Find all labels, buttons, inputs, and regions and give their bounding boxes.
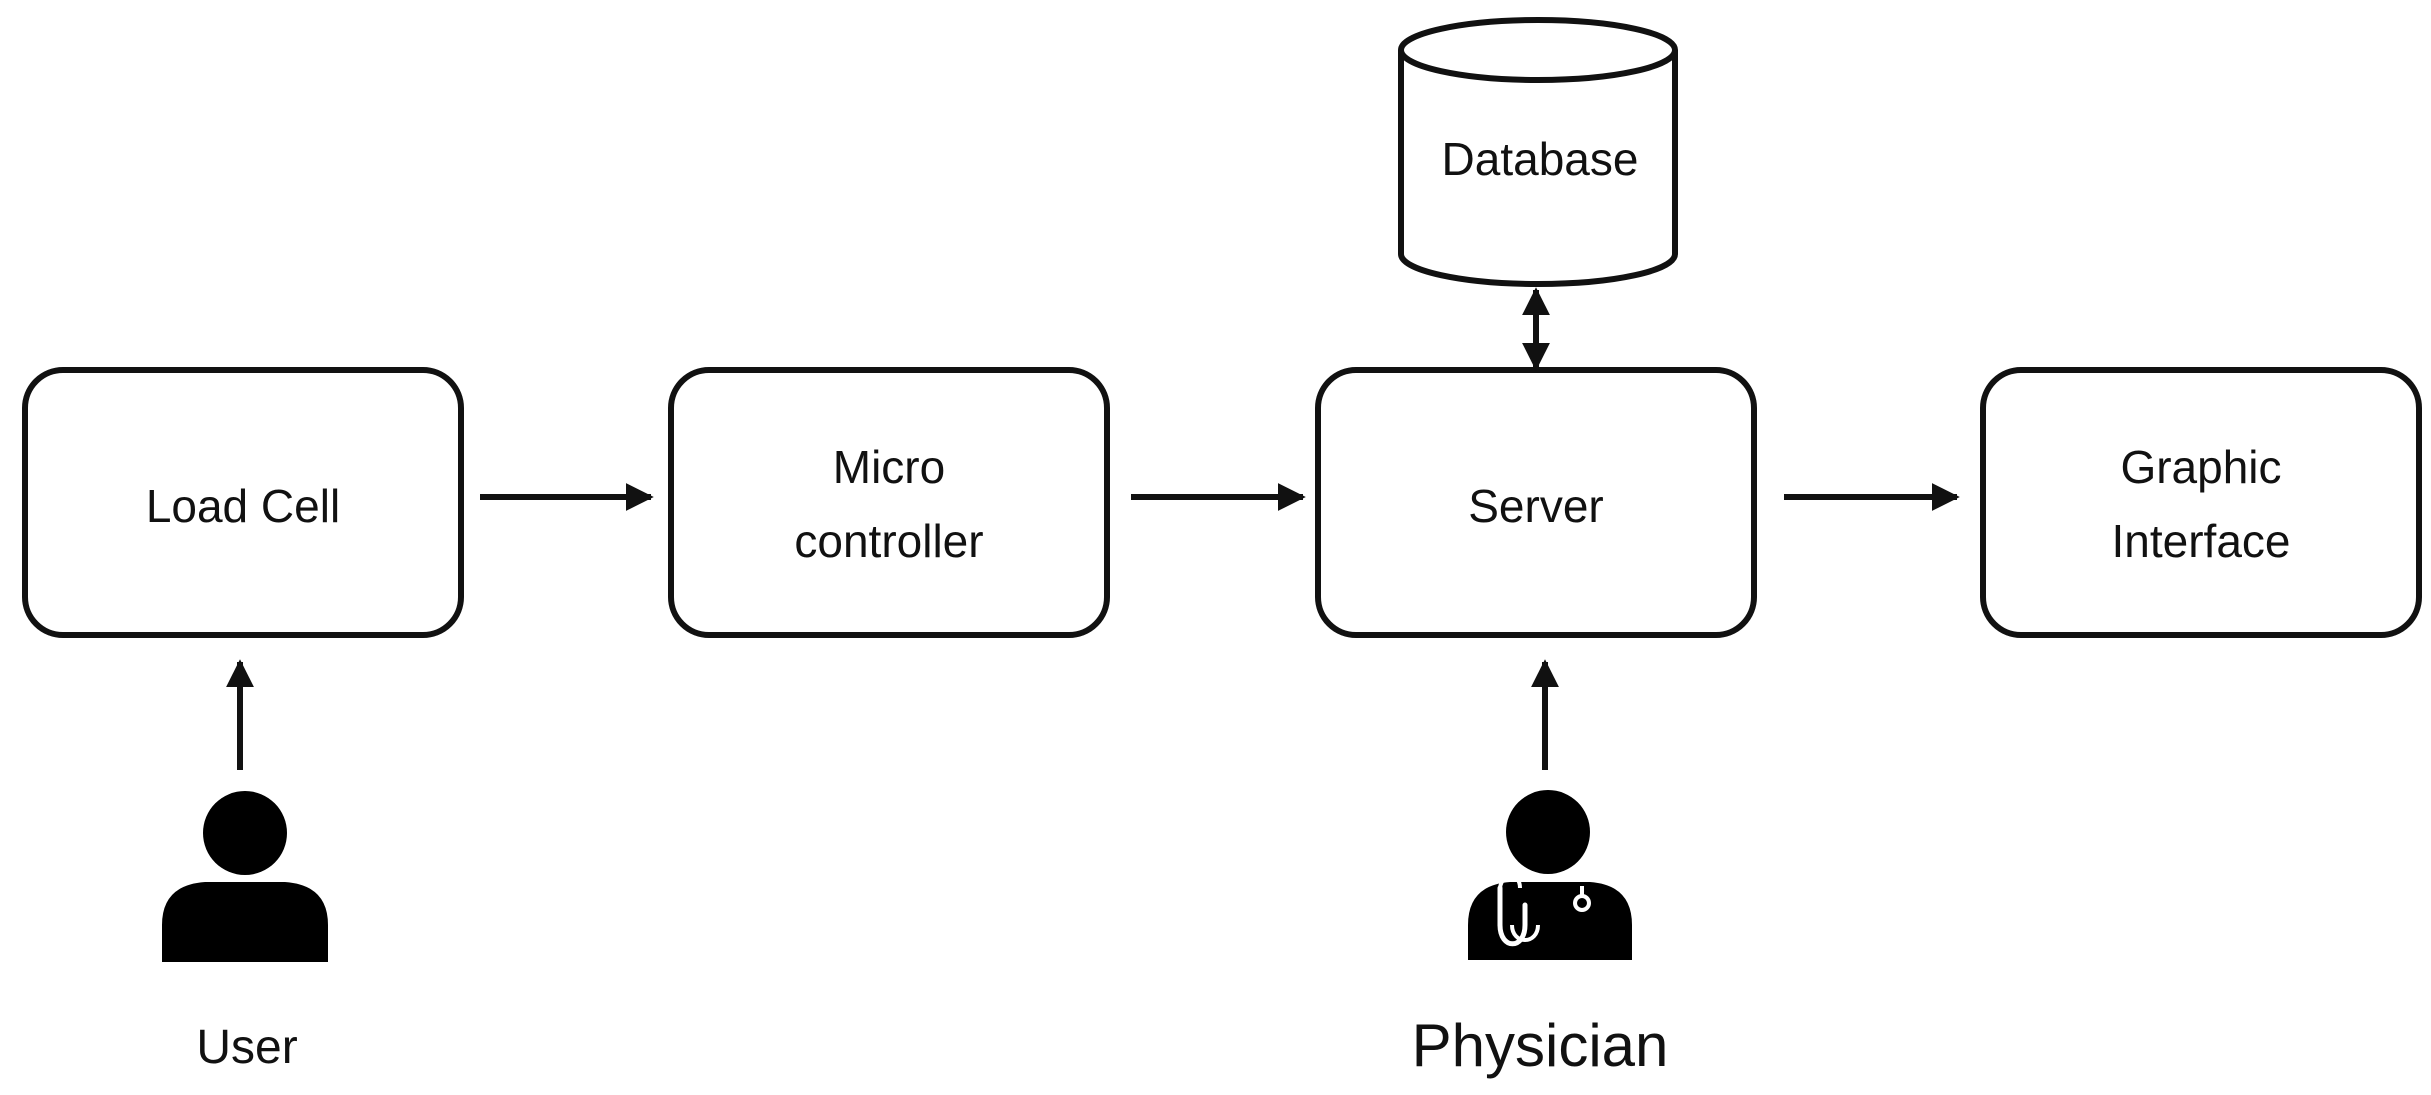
physician-icon bbox=[1468, 790, 1632, 960]
actor-physician-label: Physician bbox=[1412, 1012, 1669, 1079]
node-microcontroller-label-line1: Micro bbox=[833, 441, 945, 493]
node-database: Database bbox=[1398, 17, 1678, 287]
person-icon bbox=[162, 791, 328, 962]
node-load-cell: Load Cell bbox=[22, 367, 464, 638]
node-load-cell-label: Load Cell bbox=[146, 480, 340, 532]
actor-user-label: User bbox=[196, 1021, 297, 1074]
node-graphic-interface: Graphic Interface bbox=[1980, 367, 2422, 638]
node-graphic-interface-label-line2: Interface bbox=[2112, 515, 2291, 567]
node-microcontroller-label-line2: controller bbox=[794, 515, 983, 567]
node-database-label: Database bbox=[1442, 133, 1639, 185]
node-server: Server bbox=[1315, 367, 1757, 638]
node-microcontroller: Micro controller bbox=[668, 367, 1110, 638]
node-graphic-interface-label-line1: Graphic bbox=[2120, 441, 2281, 493]
node-server-label: Server bbox=[1468, 480, 1603, 532]
